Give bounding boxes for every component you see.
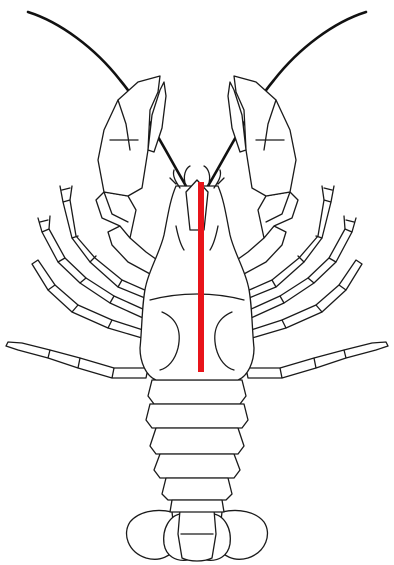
- right-leg-3: [251, 260, 362, 338]
- left-leg-3: [32, 260, 143, 338]
- abdomen-segment-2: [146, 404, 248, 428]
- abdomen-segment-1: [148, 380, 246, 404]
- rostrum: [186, 180, 208, 230]
- abdomen-segment-4: [154, 454, 240, 478]
- left-cheliped: [96, 76, 166, 275]
- telson: [178, 510, 216, 561]
- antennae: [28, 12, 366, 186]
- tail-fan: [127, 510, 268, 561]
- right-cheliped: [228, 76, 298, 275]
- left-leg-4: [6, 342, 148, 378]
- abdomen-segment-5: [162, 478, 232, 500]
- abdomen-segment-6: [170, 500, 224, 512]
- abdomen: [146, 380, 248, 512]
- right-leg-4: [246, 342, 388, 378]
- abdomen-segment-3: [150, 428, 244, 454]
